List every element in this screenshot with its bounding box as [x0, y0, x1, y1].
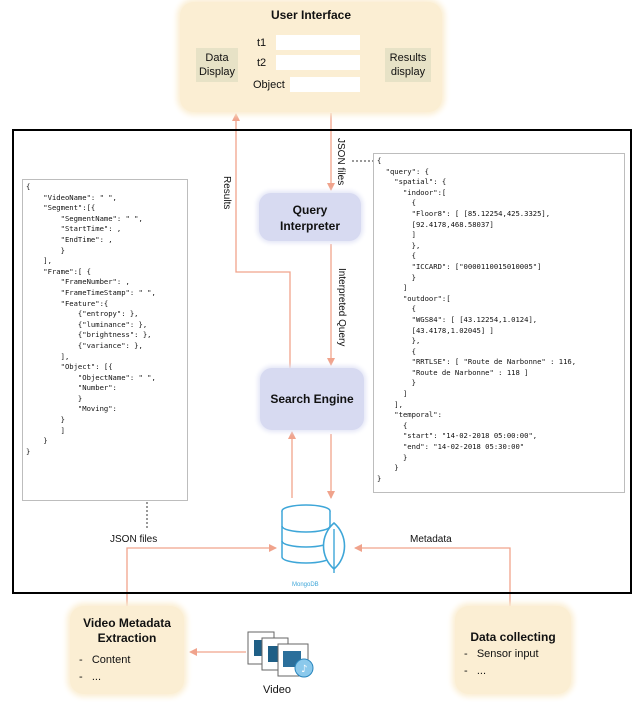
data-display-box: Data Display — [196, 48, 238, 82]
data-box-title: Data collecting — [470, 630, 556, 644]
video-box-title: Video Metadata Extraction — [83, 616, 171, 645]
ui-title: User Interface — [270, 8, 352, 22]
svg-text:♪: ♪ — [301, 664, 307, 675]
query-json-example: { "query": { "spatial": { "indoor":[ { "… — [373, 153, 625, 493]
system-frame — [12, 129, 632, 594]
object-input[interactable] — [290, 77, 360, 92]
data-item-sensor: - Sensor input — [464, 648, 539, 660]
json-files-top-label: JSON files — [335, 138, 346, 186]
query-interpreter-box: Query Interpreter — [259, 193, 361, 241]
video-item-more: - ... — [79, 671, 102, 683]
mongodb-icon — [281, 504, 346, 573]
t1-label: t1 — [257, 37, 267, 49]
results-arrow — [232, 113, 291, 368]
json-files-bottom-label: JSON files — [110, 534, 158, 545]
metadata-label: Metadata — [410, 534, 452, 545]
mongodb-label: MongoDB — [292, 582, 319, 588]
t1-input[interactable] — [276, 35, 360, 50]
json-files-bottom-arrow — [126, 544, 277, 606]
video-files-icon: ♪ — [247, 631, 314, 678]
video-metadata-extraction-box: Video Metadata Extraction - Content - ..… — [70, 606, 184, 694]
t2-label: t2 — [257, 57, 267, 69]
search-engine-box: Search Engine — [260, 368, 364, 430]
object-label: Object — [253, 79, 285, 91]
metadata-arrow — [354, 544, 511, 606]
results-display-box: Results display — [385, 48, 431, 82]
video-item-content: - Content — [79, 654, 131, 666]
user-interface-panel: User Interface Data Display Results disp… — [180, 2, 442, 112]
results-label: Results — [221, 176, 232, 210]
interpreted-query-label: Interpreted Query — [336, 268, 347, 347]
frame-json-schema: { "VideoName": " ", "Segment":[{ "Segmen… — [22, 179, 188, 501]
data-item-more: - ... — [464, 665, 487, 677]
video-label: Video — [263, 684, 291, 696]
t2-input[interactable] — [276, 55, 360, 70]
data-collecting-box: Data collecting - Sensor input - ... — [455, 606, 571, 694]
